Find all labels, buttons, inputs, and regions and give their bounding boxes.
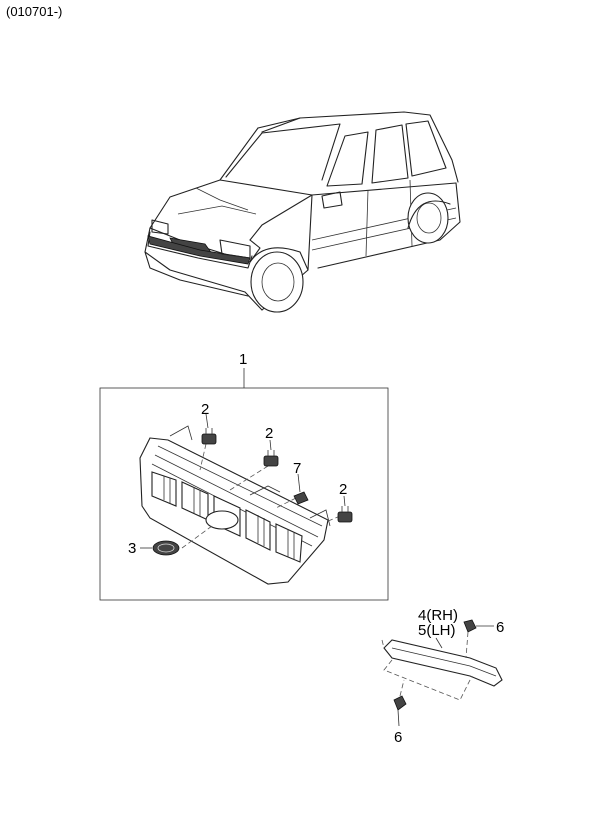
callout-rh: 4(RH) [418, 607, 458, 624]
diagram-code: (010701-) [6, 4, 63, 19]
nut-part-top [463, 619, 494, 659]
callout-clip-a: 2 [201, 401, 209, 418]
vehicle-illustration [144, 111, 461, 313]
nut-part-bottom [393, 679, 407, 727]
fastener-part [293, 473, 309, 505]
clip-part-a [201, 413, 217, 445]
callout-emblem: 3 [128, 540, 136, 557]
grille-assembly-box: 1 2 2 7 2 3 [99, 351, 389, 601]
callout-nut-top: 6 [496, 619, 504, 636]
callout-lh: 5(LH) [418, 622, 456, 639]
radiator-grille [139, 425, 341, 585]
callout-clip-b: 2 [265, 425, 273, 442]
callout-assembly: 1 [239, 351, 247, 368]
molding-assembly: 4(RH) 5(LH) 6 6 [381, 607, 504, 746]
callout-clip-c: 2 [339, 481, 347, 498]
callout-nut-bottom: 6 [394, 729, 402, 746]
callout-fastener: 7 [293, 460, 301, 477]
emblem-part [140, 540, 180, 556]
clip-part-c [337, 495, 353, 523]
clip-part-b [263, 439, 279, 467]
